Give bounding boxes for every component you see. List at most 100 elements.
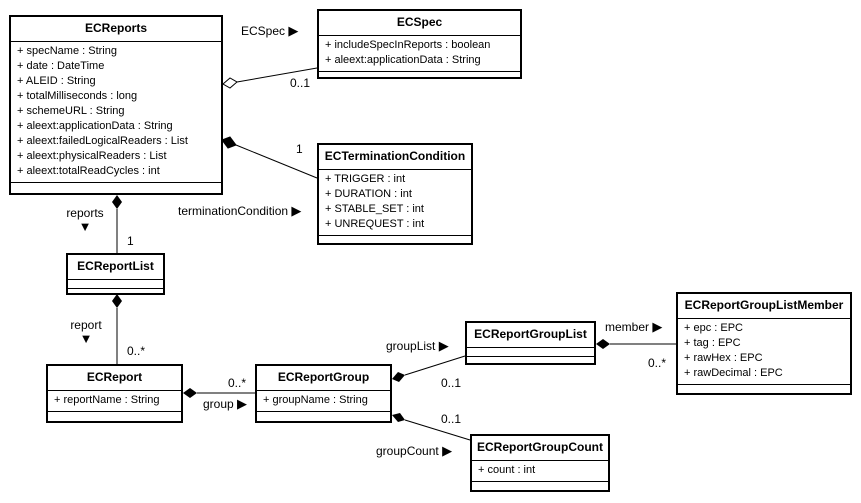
- multiplicity-member: 0..*: [648, 356, 667, 370]
- role-label-grouplist: groupList ▶: [386, 338, 449, 354]
- composition-diamond-grouplist: [392, 372, 405, 382]
- attribute-row: + UNREQUEST : int: [325, 218, 425, 230]
- attribute-list: + specName : String + date : DateTime + AL…: [11, 42, 221, 183]
- role-name: groupList: [386, 339, 436, 353]
- operation-compartment: [319, 236, 471, 244]
- attribute-row: + ALEID : String: [17, 75, 96, 87]
- role-arrow-icon: ▶: [291, 203, 302, 218]
- composition-diamond-reports: [112, 195, 122, 209]
- attribute-row: + reportName : String: [54, 394, 160, 406]
- class-ecreportgrouplistmember[interactable]: ECReportGroupListMember + epc : EPC + tag…: [676, 292, 852, 395]
- role-arrow-icon: ▶: [652, 319, 663, 334]
- attribute-row: + STABLE_SET : int: [325, 203, 424, 215]
- multiplicity-termination: 1: [296, 142, 303, 156]
- class-ecspec[interactable]: ECSpec + includeSpecInReports : boolean+…: [317, 9, 522, 79]
- class-ecreportgroup[interactable]: ECReportGroup + groupName : String: [255, 364, 392, 423]
- operation-compartment: [257, 412, 390, 420]
- assoc-line-termination: [235, 144, 318, 179]
- role-arrow-icon: ▶: [438, 338, 449, 353]
- aggregation-diamond-ecspec: [222, 77, 238, 89]
- role-arrow-down-icon: ▼: [79, 331, 93, 346]
- attribute-row: + aleext:totalReadCycles : int: [17, 165, 160, 177]
- role-label-ecspec: ECSpec ▶: [241, 23, 299, 39]
- attribute-row: + date : DateTime: [17, 60, 105, 72]
- assoc-line-groupcount: [404, 419, 471, 441]
- role-name: ECSpec: [241, 24, 286, 38]
- attribute-compartment: [467, 348, 594, 357]
- assoc-line-ecspec: [236, 67, 318, 83]
- composition-diamond-groupcount: [392, 413, 405, 422]
- class-ecreports[interactable]: ECReports + specName : String + date : Da…: [9, 15, 223, 195]
- attribute-row: + rawHex : EPC: [684, 352, 763, 364]
- role-label-report: report ▼: [68, 318, 104, 346]
- attribute-row: + includeSpecInReports : boolean: [325, 39, 491, 51]
- class-ecreportlist[interactable]: ECReportList: [66, 253, 165, 295]
- multiplicity-group: 0..*: [228, 376, 247, 390]
- multiplicity-groupcount: 0..1: [441, 412, 462, 426]
- attribute-list: + epc : EPC+ tag : EPC+ rawHex : EPC+ ra…: [678, 319, 850, 385]
- class-name: ECReportList: [68, 255, 163, 280]
- role-name: reports: [66, 206, 104, 220]
- attribute-compartment: [68, 280, 163, 289]
- operation-compartment: [467, 357, 594, 365]
- composition-diamond-member: [596, 339, 610, 349]
- class-ecreportgroupcount[interactable]: ECReportGroupCount + count : int: [470, 434, 610, 492]
- attribute-row: + aleext:failedLogicalReaders : List: [17, 135, 188, 147]
- operation-compartment: [68, 289, 163, 297]
- operation-compartment: [678, 385, 850, 393]
- multiplicity-reports: 1: [127, 234, 134, 248]
- attribute-list: + count : int: [472, 461, 608, 482]
- multiplicity-grouplist: 0..1: [441, 376, 462, 390]
- attribute-list: + includeSpecInReports : boolean + aleext…: [319, 36, 520, 72]
- multiplicity-report: 0..*: [127, 344, 146, 358]
- class-ecreport[interactable]: ECReport + reportName : String: [46, 364, 183, 423]
- composition-diamond-group: [183, 388, 197, 398]
- role-label-member: member ▶: [605, 319, 663, 335]
- role-label-groupcount: groupCount ▶: [376, 443, 453, 459]
- class-name: ECReports: [11, 17, 221, 42]
- class-ecterminationcondition[interactable]: ECTerminationCondition + TRIGGER : int+ …: [317, 143, 473, 245]
- attribute-row: + aleext:applicationData : String: [325, 54, 481, 66]
- attribute-row: + specName : String: [17, 45, 117, 57]
- role-arrow-icon: ▶: [288, 23, 299, 38]
- role-name: report: [70, 318, 102, 332]
- attribute-row: + TRIGGER : int: [325, 173, 406, 185]
- attribute-row: + schemeURL : String: [17, 105, 125, 117]
- role-arrow-icon: ▶: [237, 396, 248, 411]
- multiplicity-ecspec: 0..1: [290, 76, 311, 90]
- class-name: ECSpec: [319, 11, 520, 36]
- role-name: group: [203, 397, 234, 411]
- attribute-list: + reportName : String: [48, 391, 181, 412]
- class-name: ECTerminationCondition: [319, 145, 471, 170]
- role-name: terminationCondition: [178, 204, 289, 218]
- attribute-row: + epc : EPC: [684, 322, 744, 334]
- operation-compartment: [472, 482, 608, 490]
- attribute-row: + groupName : String: [263, 394, 368, 406]
- operation-compartment: [48, 412, 181, 420]
- assoc-line-grouplist: [404, 355, 466, 376]
- attribute-list: + groupName : String: [257, 391, 390, 412]
- operation-compartment: [319, 72, 520, 80]
- role-label-group: group ▶: [203, 396, 248, 412]
- class-name: ECReportGroup: [257, 366, 390, 391]
- composition-diamond-termination: [221, 136, 237, 149]
- attribute-row: + aleext:physicalReaders : List: [17, 150, 167, 162]
- class-name: ECReportGroupListMember: [678, 294, 850, 319]
- role-name: member: [605, 320, 650, 334]
- class-name: ECReport: [48, 366, 181, 391]
- attribute-row: + tag : EPC: [684, 337, 741, 349]
- role-arrow-icon: ▶: [442, 443, 453, 458]
- attribute-row: + count : int: [478, 464, 536, 476]
- attribute-row: + aleext:applicationData : String: [17, 120, 173, 132]
- operation-compartment: [11, 183, 221, 191]
- attribute-row: + totalMilliseconds : long: [17, 90, 138, 102]
- class-name: ECReportGroupList: [467, 323, 594, 348]
- role-label-reports: reports ▼: [65, 206, 105, 234]
- class-ecreportgrouplist[interactable]: ECReportGroupList: [465, 321, 596, 365]
- attribute-row: + DURATION : int: [325, 188, 412, 200]
- role-name: groupCount: [376, 444, 439, 458]
- role-arrow-down-icon: ▼: [78, 219, 92, 234]
- attribute-list: + TRIGGER : int + DURATION : int + STABLE_…: [319, 170, 471, 236]
- composition-diamond-report: [112, 294, 122, 308]
